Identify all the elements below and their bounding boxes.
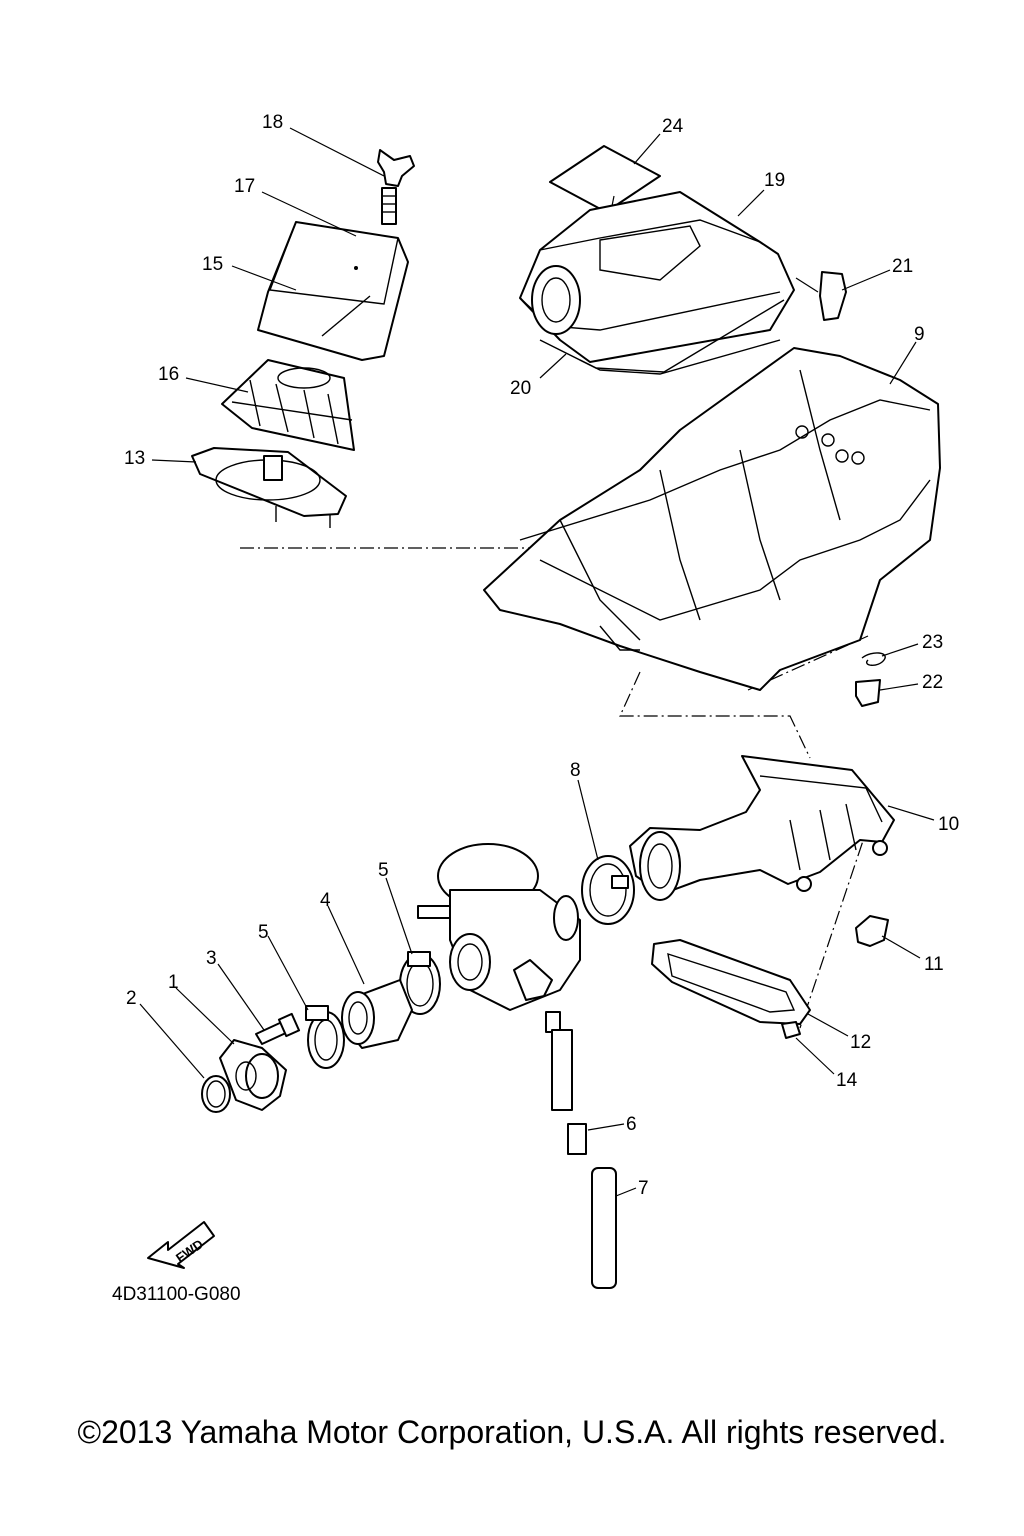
air-filter-joint — [629, 755, 895, 901]
filter-cage — [221, 359, 355, 451]
clamp-spring — [861, 652, 886, 666]
callout-19: 19 — [764, 170, 785, 191]
callout-7: 7 — [638, 1178, 649, 1199]
hose-clamp-8 — [581, 855, 635, 925]
clamp-clip — [819, 271, 847, 321]
filter-guide — [191, 447, 347, 528]
callout-5-lower: 5 — [258, 922, 269, 943]
leader-lines — [139, 127, 935, 1197]
air-box-case — [483, 347, 941, 691]
bolt — [255, 1012, 301, 1045]
hose-clamp-5-lower — [305, 1005, 345, 1069]
air-box-cap — [519, 191, 795, 375]
callout-4: 4 — [320, 890, 331, 911]
assembly-line-box-boot — [619, 671, 811, 759]
callout-9: 9 — [914, 324, 925, 345]
callout-11: 11 — [924, 954, 944, 975]
callout-14: 14 — [836, 1070, 858, 1091]
callout-22: 22 — [922, 672, 943, 693]
wing-bolt — [377, 149, 415, 225]
intake-manifold — [219, 1039, 287, 1111]
assembly-line-joint — [799, 819, 871, 1029]
callout-24: 24 — [662, 116, 684, 137]
air-filter-element — [257, 221, 409, 361]
callout-3: 3 — [206, 948, 217, 969]
callout-13: 13 — [124, 448, 145, 469]
nut — [781, 1021, 801, 1039]
hose-elbow — [855, 915, 889, 947]
callout-17: 17 — [234, 176, 255, 197]
callout-21: 21 — [892, 256, 913, 277]
fwd-arrow-icon: FWD — [147, 1221, 215, 1269]
hose-clamp-5-upper — [399, 951, 441, 1015]
label-sticker — [549, 145, 661, 213]
plug-cap — [855, 679, 881, 707]
air-box-cap-gasket — [539, 299, 785, 373]
callout-10: 10 — [938, 814, 959, 835]
o-ring — [201, 1075, 231, 1113]
carburetor-joint — [341, 979, 413, 1049]
reference-code: 4D31100-G080 — [112, 1284, 241, 1305]
callout-6: 6 — [626, 1114, 637, 1135]
callout-15: 15 — [202, 254, 223, 275]
callout-18: 18 — [262, 112, 283, 133]
hose-joint — [567, 1123, 587, 1155]
callout-23: 23 — [922, 632, 943, 653]
callout-5-upper: 5 — [378, 860, 389, 881]
callout-1: 1 — [168, 972, 179, 993]
drain-hose — [591, 1167, 617, 1289]
callout-12: 12 — [850, 1032, 871, 1053]
joint-gasket — [651, 939, 811, 1025]
callout-8: 8 — [570, 760, 581, 781]
callout-2: 2 — [126, 988, 137, 1009]
callout-20: 20 — [510, 378, 531, 399]
carburetor — [417, 843, 581, 1111]
callout-16: 16 — [158, 364, 179, 385]
copyright-notice: ©2013 Yamaha Motor Corporation, U.S.A. A… — [77, 1414, 947, 1450]
parts-diagram: 1 2 3 4 5 5 6 7 8 9 10 11 12 13 14 15 16… — [112, 112, 959, 1305]
